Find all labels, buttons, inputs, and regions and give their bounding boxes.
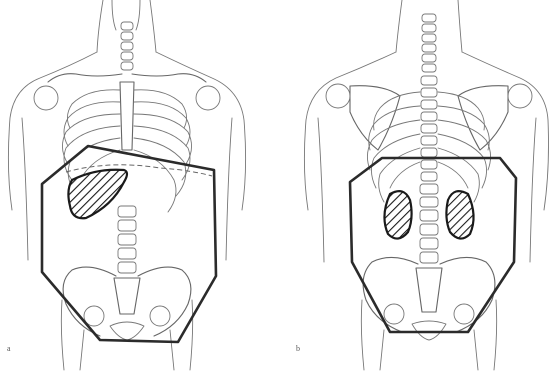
right-kidney-icon — [446, 191, 473, 238]
pelvis-posterior — [361, 257, 496, 370]
left-kidney-icon — [384, 191, 411, 238]
panel-b-label: b — [296, 344, 300, 353]
panel-a-anterior-torso — [8, 0, 245, 370]
panel-b-posterior-torso — [304, 0, 548, 370]
lumbar-spine-anterior — [118, 206, 136, 273]
panel-a-label: a — [7, 344, 11, 353]
thoracic-spine — [420, 14, 438, 263]
cervical-spine — [121, 22, 133, 70]
